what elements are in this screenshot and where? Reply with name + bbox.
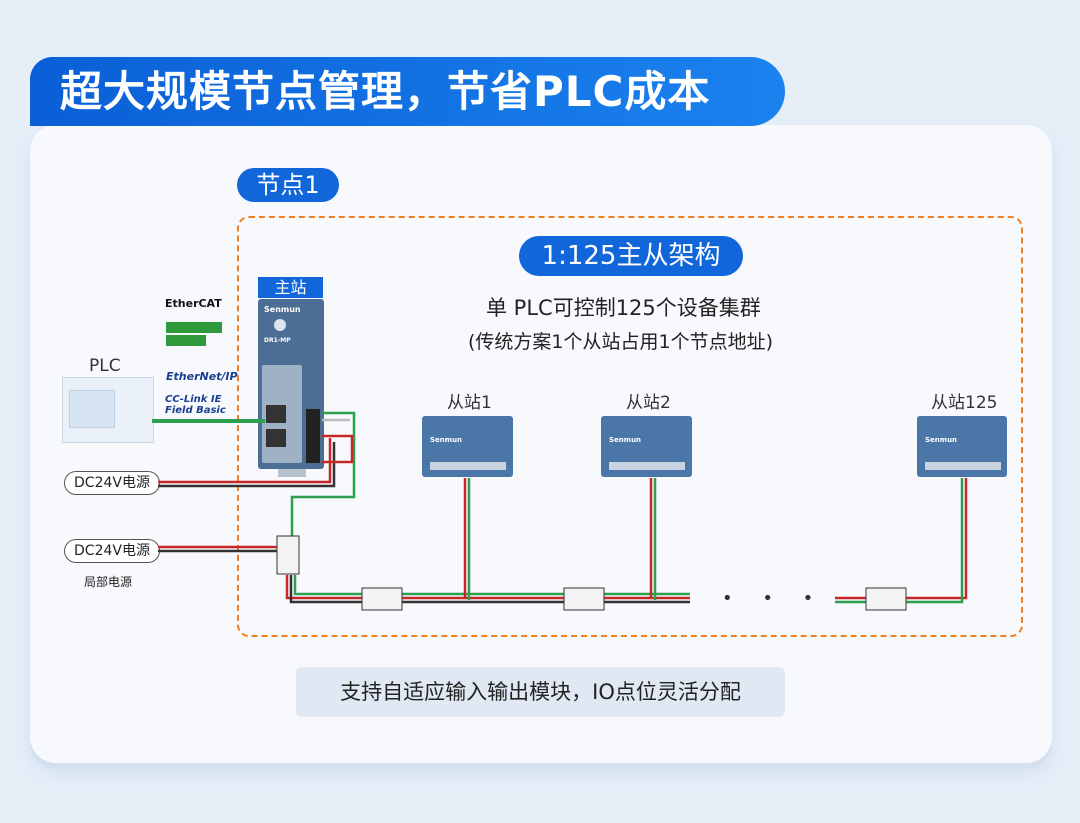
power-supply-main: DC24V电源	[64, 471, 160, 495]
ethernet-port-2	[266, 429, 286, 447]
local-power-label: 局部电源	[84, 575, 133, 589]
master-bus-green	[290, 411, 356, 536]
slave-brand: Senmun	[925, 436, 958, 444]
master-port-panel	[262, 365, 302, 463]
bus-end-red	[835, 478, 968, 600]
master-dial	[274, 319, 286, 331]
slave-brand: Senmun	[609, 436, 642, 444]
bus-connector-3	[865, 587, 907, 611]
slave-module-125: Senmun	[917, 416, 1007, 477]
ethercat-logo: EtherCAT	[165, 297, 222, 310]
slave-terminal-strip	[609, 462, 685, 470]
plc-label: PLC	[89, 356, 121, 376]
slave-label-125: 从站125	[931, 393, 998, 413]
slave-module-2: Senmun	[601, 416, 692, 477]
page-title: 超大规模节点管理，节省PLC成本	[30, 57, 785, 126]
bus-end-green	[835, 478, 964, 604]
profinet-logo	[166, 322, 222, 346]
bus-connector-1	[361, 587, 403, 611]
slave-label-2: 从站2	[626, 393, 671, 413]
master-model: DR1-MP	[264, 337, 291, 344]
bus-dark	[289, 575, 690, 604]
master-module: Senmun DR1-MP	[258, 299, 324, 469]
master-label: 主站	[258, 277, 323, 298]
bus-green	[293, 575, 690, 596]
main-power-red	[158, 438, 332, 484]
bus-red	[285, 575, 690, 600]
cclink-logo: CC-Link IE Field Basic	[165, 394, 226, 416]
feature-banner: 支持自适应输入输出模块，IO点位灵活分配	[296, 667, 785, 717]
master-base	[278, 469, 306, 477]
subtitle-note: (传统方案1个从站占用1个节点地址)	[468, 331, 774, 353]
master-brand: Senmun	[264, 305, 301, 314]
subtitle-capacity: 单 PLC可控制125个设备集群	[486, 296, 761, 320]
master-terminal	[306, 409, 320, 463]
node-boundary	[237, 216, 1023, 637]
ellipsis-dots: • • •	[722, 588, 826, 609]
content-card	[30, 125, 1052, 763]
plc-screen	[69, 390, 115, 428]
main-power-dark	[158, 442, 336, 488]
bus-connector-2	[563, 587, 605, 611]
ethernetip-logo: EtherNet/IP	[166, 370, 238, 383]
plc-device	[62, 377, 154, 443]
slave-terminal-strip	[925, 462, 1001, 470]
power-supply-local: DC24V电源	[64, 539, 160, 563]
bus-connector-top	[276, 535, 300, 575]
architecture-label: 1:125主从架构	[519, 236, 743, 276]
ethernet-port-1	[266, 405, 286, 423]
slave-brand: Senmun	[430, 436, 463, 444]
master-bus-red	[322, 434, 354, 464]
slave-label-1: 从站1	[447, 393, 492, 413]
slave-module-1: Senmun	[422, 416, 513, 477]
node-label: 节点1	[237, 168, 339, 202]
slave-terminal-strip	[430, 462, 506, 470]
